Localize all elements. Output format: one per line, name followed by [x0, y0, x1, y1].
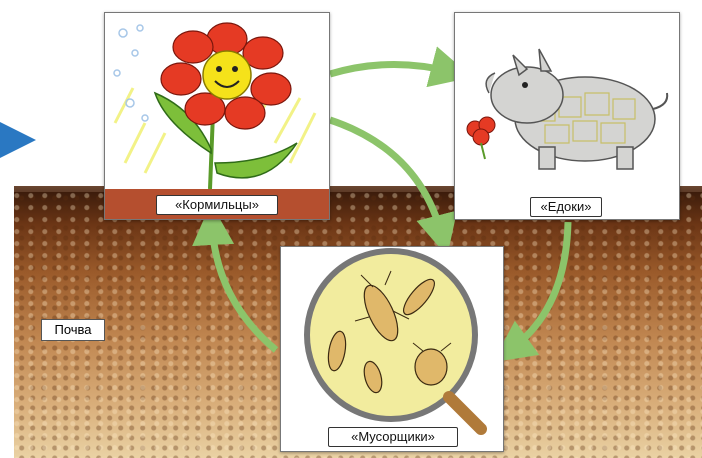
decomposers-label: «Мусорщики»	[328, 427, 458, 447]
flower-icon	[105, 13, 329, 219]
soil-label: Почва	[41, 319, 105, 341]
arrow-producers-to-consumers	[330, 64, 452, 74]
producers-card: «Кормильцы»	[104, 12, 330, 220]
decomposers-card: «Мусорщики»	[280, 246, 504, 452]
arrow-decomposers-to-producers	[212, 224, 276, 350]
consumers-card: «Едоки»	[454, 12, 680, 220]
consumers-label: «Едоки»	[530, 197, 602, 217]
rhinoceros-icon	[455, 13, 679, 219]
arrow-consumers-to-decomposers	[510, 222, 568, 350]
producers-label: «Кормильцы»	[156, 195, 278, 215]
arrow-producers-to-decomposers	[330, 120, 442, 236]
insects-under-magnifier-icon	[281, 247, 503, 451]
